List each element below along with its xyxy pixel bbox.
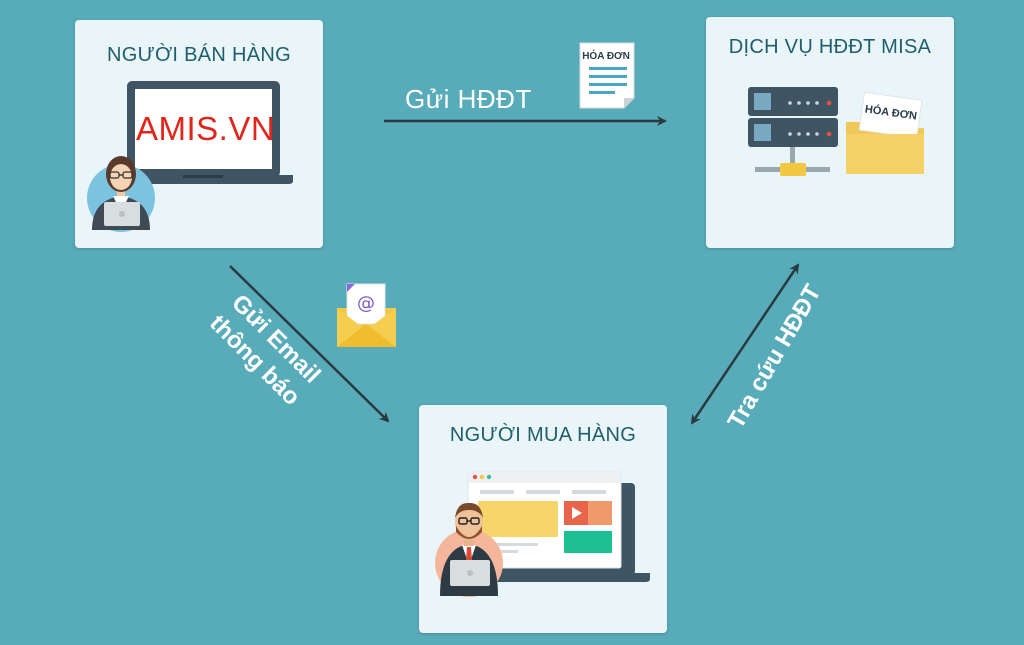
seller-screen-text: AMIS.VN (136, 110, 276, 147)
buyer-avatar (435, 502, 503, 597)
email-envelope-icon (337, 283, 396, 347)
service-title: DỊCH VỤ HĐĐT MISA (728, 36, 932, 58)
browser-laptop-icon (462, 471, 650, 582)
arrow-email-notice (229, 265, 390, 423)
seller-avatar (87, 156, 155, 232)
edge-label-send-invoice: Gửi HĐĐT (405, 84, 532, 114)
server-icon (748, 87, 838, 176)
buyer-title: NGƯỜI MUA HÀNG (449, 424, 637, 446)
folder-icon: HÓA ĐƠN (846, 91, 924, 174)
arrow-lookup-invoice (690, 263, 800, 425)
seller-title: NGƯỜI BÁN HÀNG (106, 44, 291, 66)
send-document-label: HÓA ĐƠN (582, 49, 630, 62)
invoice-document-icon (579, 42, 635, 109)
at-sign-icon: @ (357, 293, 375, 314)
